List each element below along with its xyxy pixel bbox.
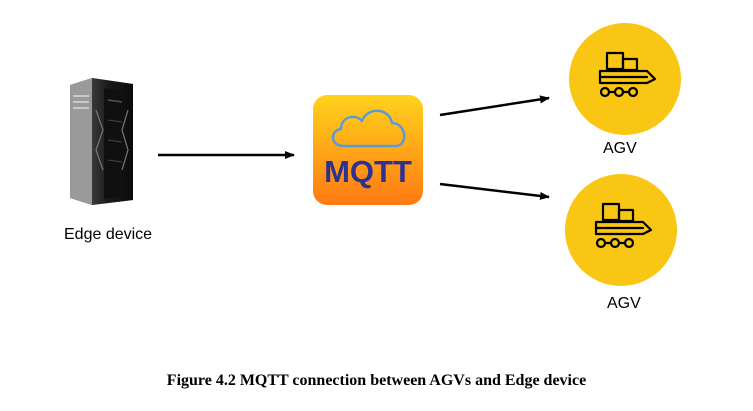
agv-truck-icon [594,202,653,249]
agv-top-label: AGV [603,140,637,157]
cloud-icon [331,109,406,148]
agv-truck-icon [598,51,657,98]
agv-bottom-label: AGV [607,295,641,312]
figure-caption: Figure 4.2 MQTT connection between AGVs … [166,372,587,389]
agv-circle [569,23,681,135]
edge-device-label: Edge device [64,226,153,243]
arrow-broker-to-agv-top [439,95,550,117]
agv-bottom-node [565,174,677,286]
agv-circle [565,174,677,286]
mqtt-broker-node [313,95,423,205]
arrow-broker-to-agv-bottom [439,182,550,200]
agv-top-node [569,23,681,135]
broker-label: MQTT [324,154,412,189]
server-tower-icon [70,78,133,205]
